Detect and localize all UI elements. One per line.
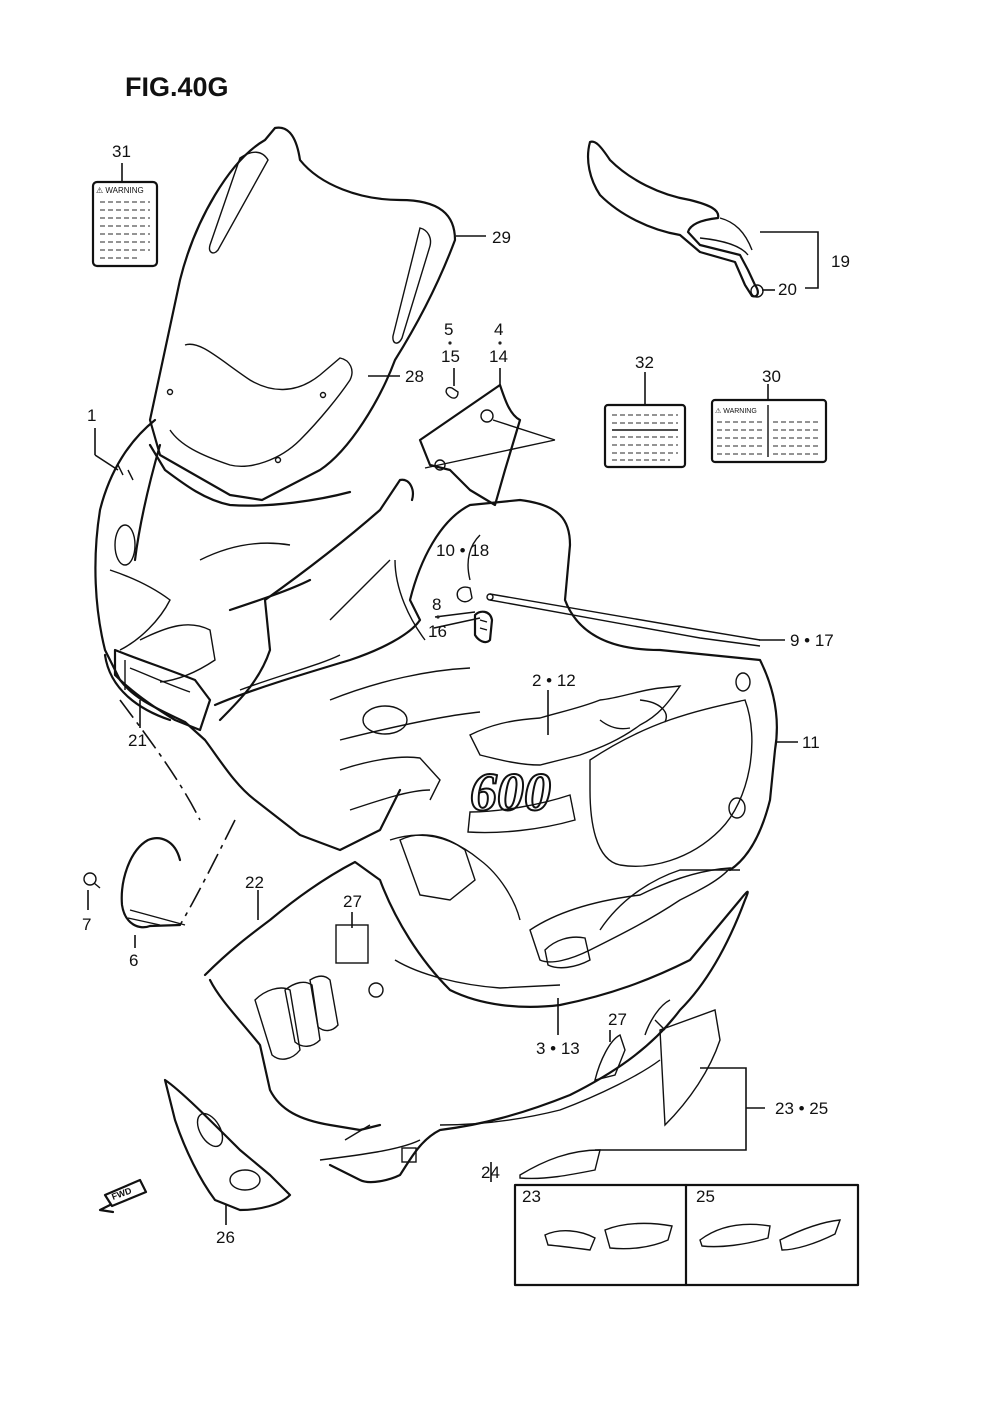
graphic-decal: 600 bbox=[467, 685, 682, 834]
callout-29: 29 bbox=[492, 228, 511, 247]
trim-strip bbox=[486, 593, 761, 647]
inner-panel bbox=[418, 383, 556, 507]
model-decal-text: 600 bbox=[470, 762, 551, 822]
callout-14: 14 bbox=[489, 347, 508, 366]
callout-15: 15 bbox=[441, 347, 460, 366]
side-decal-piece bbox=[519, 1009, 721, 1180]
callout-27-upper: 27 bbox=[343, 892, 362, 911]
callout-6: 6 bbox=[129, 951, 138, 970]
inset-left-label: 23 bbox=[522, 1187, 541, 1206]
callout-24: 24 bbox=[481, 1163, 500, 1182]
decal-inset-box: 23 25 bbox=[513, 1183, 860, 1287]
callout-30: 30 bbox=[762, 367, 781, 386]
callout-3-13: 3 • 13 bbox=[536, 1039, 580, 1058]
air-duct bbox=[113, 648, 212, 732]
bracket-19 bbox=[760, 231, 819, 289]
callout-21: 21 bbox=[128, 731, 147, 750]
windscreen bbox=[148, 126, 457, 502]
side-cowling bbox=[213, 478, 778, 989]
leader-lines bbox=[87, 163, 798, 1225]
warning-label-heading: ⚠ WARNING bbox=[96, 186, 144, 195]
callout-22: 22 bbox=[245, 873, 264, 892]
callout-28: 28 bbox=[405, 367, 424, 386]
screw bbox=[83, 872, 101, 889]
callout-7: 7 bbox=[82, 915, 91, 934]
caution-label-heading: ⚠ WARNING bbox=[715, 407, 757, 415]
cover-plate bbox=[120, 837, 186, 929]
lower-bracket bbox=[163, 1078, 292, 1212]
callout-numbers: 1 2 • 12 3 • 13 4 14 5 15 6 7 8 16 9 • 1… bbox=[82, 142, 850, 1247]
callout-16: 16 bbox=[428, 622, 447, 641]
side-panel bbox=[586, 140, 764, 298]
callout-31: 31 bbox=[112, 142, 131, 161]
callout-19: 19 bbox=[831, 252, 850, 271]
callout-2-12: 2 • 12 bbox=[532, 671, 576, 690]
callout-20: 20 bbox=[778, 280, 797, 299]
callout-27-lower: 27 bbox=[608, 1010, 627, 1029]
callout-8: 8 bbox=[432, 595, 441, 614]
figure-title: FIG.40G bbox=[125, 72, 229, 102]
callout-1: 1 bbox=[87, 406, 96, 425]
callout-26: 26 bbox=[216, 1228, 235, 1247]
callout-10-18: 10 • 18 bbox=[436, 541, 489, 560]
callout-9-17: 9 • 17 bbox=[790, 631, 834, 650]
fastener-clip bbox=[445, 386, 494, 644]
inner-edge-line bbox=[119, 699, 236, 926]
forward-direction-marker: FWD bbox=[98, 1178, 148, 1214]
warning-label: ⚠ WARNING bbox=[91, 180, 159, 268]
caution-label: ⚠ WARNING bbox=[710, 398, 828, 464]
callout-5: 5 bbox=[444, 320, 453, 339]
callout-23-25: 23 • 25 bbox=[775, 1099, 828, 1118]
lower-cowling bbox=[203, 834, 749, 1184]
callout-4: 4 bbox=[494, 320, 503, 339]
upper-cowling bbox=[94, 418, 402, 852]
inset-right-label: 25 bbox=[696, 1187, 715, 1206]
info-label bbox=[603, 403, 687, 469]
callout-32: 32 bbox=[635, 353, 654, 372]
bracket-23-25 bbox=[595, 1067, 765, 1151]
callout-11: 11 bbox=[802, 733, 820, 752]
